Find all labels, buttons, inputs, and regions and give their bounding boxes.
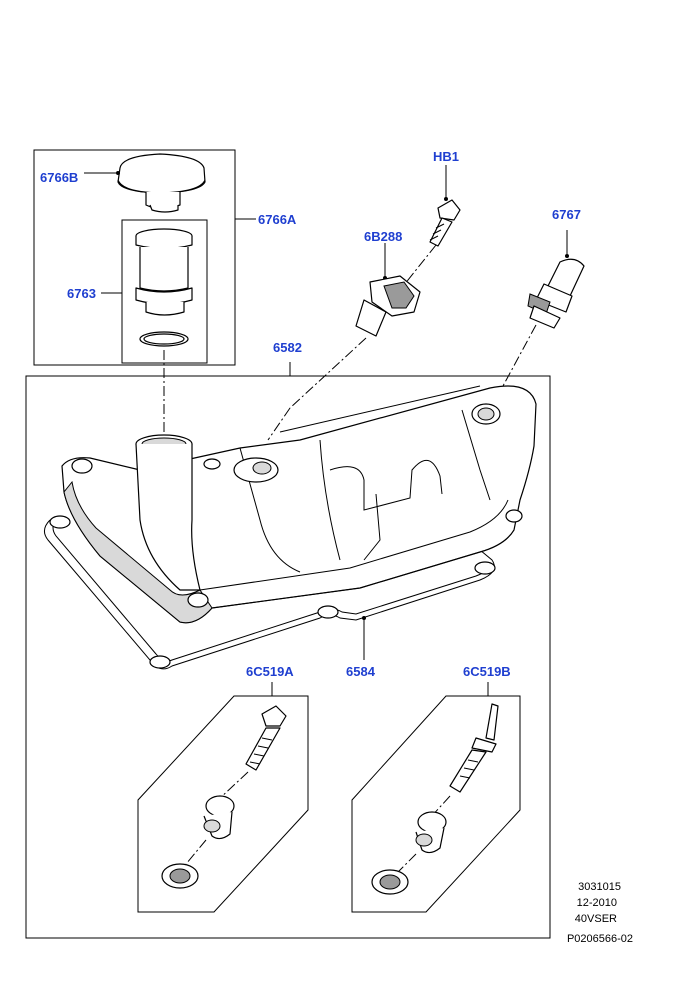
callout-6c519b: 6C519B [463,664,511,679]
reference-line-1: 3031015 [578,881,621,893]
reference-line-2: 12-2010 [577,897,617,909]
fastener-kit-a-box [137,682,309,913]
callout-6766a: 6766A [258,212,297,227]
sensor-6b288 [267,243,421,441]
fastener-kit-b-box [351,682,521,913]
callout-6b288: 6B288 [364,229,402,244]
callout-6582: 6582 [273,340,302,355]
cam-cover-box [25,362,551,939]
callout-hb1: HB1 [433,149,459,164]
callout-6766b: 6766B [40,170,78,185]
callout-6767: 6767 [552,207,581,222]
oil-pressure-switch-6767 [489,230,585,411]
callout-6763: 6763 [67,286,96,301]
cam-cover-gasket [44,515,496,670]
oil-filler-tube [135,228,193,347]
reference-line-4: P0206566-02 [567,933,633,945]
oil-filler-cap [84,153,206,213]
callout-6c519a: 6C519A [246,664,294,679]
reference-line-3: 40VSER [575,913,617,925]
cam-cover [61,385,537,624]
callout-6584: 6584 [346,664,376,679]
bolt-hb1 [399,165,461,291]
